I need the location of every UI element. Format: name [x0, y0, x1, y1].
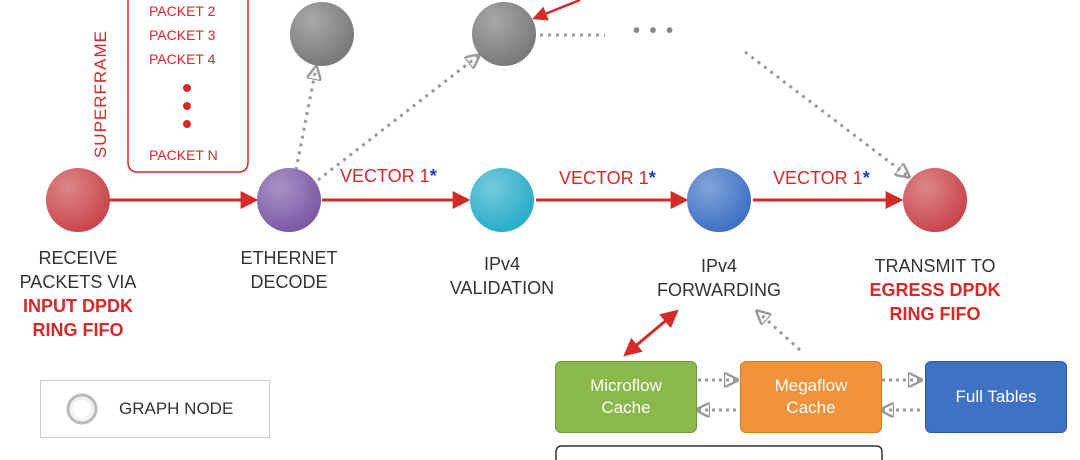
receive-label: RECEIVE PACKETS VIA INPUT DPDK RING FIFO: [19, 248, 137, 340]
packet-label: PACKET 2: [149, 3, 216, 19]
vector-label-1: VECTOR 1*: [340, 166, 437, 186]
legend-label: GRAPH NODE: [119, 399, 234, 418]
ethernet-decode-label: ETHERNET DECODE: [240, 248, 338, 292]
arrow-forwarding-microflow: [623, 309, 679, 357]
full-tables-box[interactable]: Full Tables: [925, 361, 1067, 433]
gray-node-1[interactable]: [290, 2, 354, 66]
superframe-dot: [183, 84, 191, 92]
packet-label: PACKET 4: [149, 51, 216, 67]
cache-brace: [555, 445, 883, 460]
superframe-dot: [183, 102, 191, 110]
transmit-label: TRANSMIT TO EGRESS DPDK RING FIFO: [869, 256, 1001, 324]
graph-node-icon: [66, 393, 98, 425]
vector-label-2: VECTOR 1*: [559, 168, 656, 188]
dotted-arrow-ethernet-to-gray2: [317, 56, 478, 182]
ipv4-forwarding-node[interactable]: [687, 168, 751, 232]
superframe-label: SUPERFRAME: [91, 29, 110, 159]
ipv4-forwarding-label: IPv4 FORWARDING: [657, 256, 781, 300]
arrow-to-top-gray-node: [532, 0, 581, 21]
superframe-bracket: [127, 0, 249, 173]
ethernet-decode-node[interactable]: [257, 168, 321, 232]
dotted-arrow-megaflow-to-forwarding: [758, 312, 802, 352]
ellipsis: • • •: [633, 20, 676, 42]
superframe-dot: [183, 120, 191, 128]
packet-label: PACKET N: [149, 147, 218, 163]
packet-label: PACKET 3: [149, 27, 216, 43]
ipv4-validation-label: IPv4 VALIDATION: [449, 254, 555, 298]
transmit-node[interactable]: [903, 168, 967, 232]
gray-node-2[interactable]: [472, 2, 536, 66]
vector-label-3: VECTOR 1*: [773, 168, 870, 188]
receive-node[interactable]: [46, 168, 110, 232]
dotted-arrow-to-transmit: [744, 50, 908, 176]
dotted-arrow-ethernet-to-gray: [294, 68, 316, 171]
ipv4-validation-node[interactable]: [470, 168, 534, 232]
legend-box: GRAPH NODE: [40, 380, 270, 438]
